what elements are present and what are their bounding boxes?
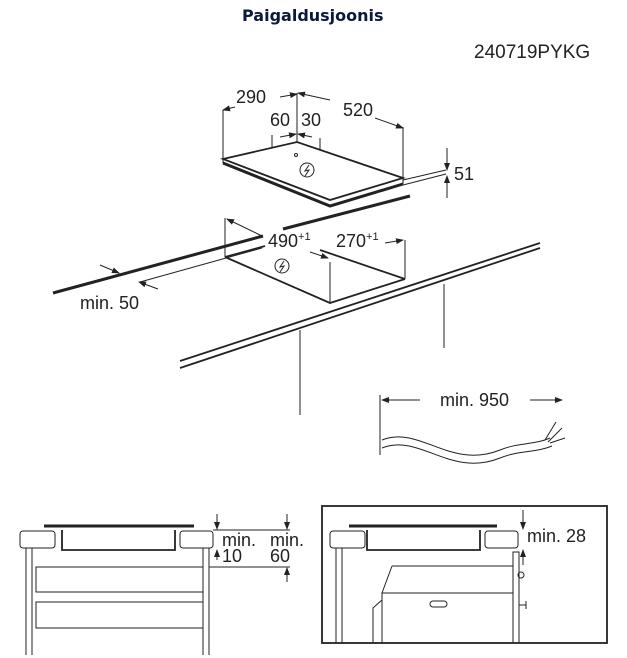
cutout-270: 270+1: [336, 231, 379, 251]
side-view-oven: min. 28: [321, 505, 608, 644]
min-label: min.: [270, 530, 304, 550]
min-950-label: min. 950: [440, 390, 509, 410]
hob-dimensions: 290 520 60 30 51: [222, 87, 474, 198]
power-cable: min. 950: [379, 390, 566, 464]
dim-51: 51: [454, 164, 474, 184]
min-60-value: 60: [270, 546, 290, 566]
min-28-label: min. 28: [527, 526, 586, 546]
worktop-cutout: 490+1 270+1 min. 50: [52, 194, 541, 415]
side-view-drawers: min. 10 min. 60: [19, 514, 304, 655]
power-symbol-icon: [299, 162, 315, 178]
dim-60: 60: [270, 110, 290, 130]
diagram-code: 240719PYKG: [474, 42, 591, 63]
dim-520: 520: [343, 100, 373, 120]
power-symbol-icon: [274, 258, 290, 274]
min-label: min.: [222, 530, 256, 550]
hob-illustration: [219, 141, 406, 208]
min-10-value: 10: [222, 546, 242, 566]
cutout-490: 490+1: [268, 231, 311, 251]
dim-290: 290: [236, 87, 266, 107]
dim-30: 30: [301, 110, 321, 130]
page-title: Paigaldusjoonis: [242, 6, 384, 25]
min-50-label: min. 50: [80, 293, 139, 313]
